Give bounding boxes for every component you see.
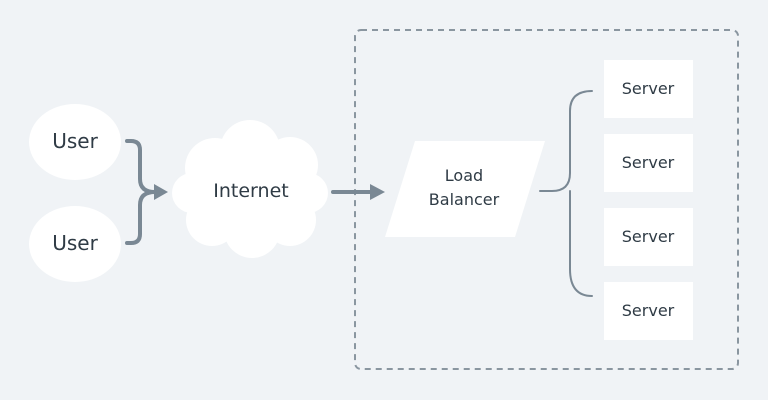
lb-fanout-connector <box>539 90 593 297</box>
load-balancer-label-line1: Load <box>444 166 484 185</box>
user-node-1[interactable] <box>29 104 121 180</box>
users-arrow-head <box>154 184 168 200</box>
server-node-1[interactable] <box>604 60 693 118</box>
internet-to-lb-arrow-head <box>370 184 385 200</box>
users-merge-connector <box>125 139 157 245</box>
load-balancer-node[interactable] <box>385 141 545 237</box>
server-node-3[interactable] <box>604 208 693 266</box>
server-node-4[interactable] <box>604 282 693 340</box>
server-label-4: Server <box>621 301 675 320</box>
server-cluster-boundary <box>354 29 739 370</box>
server-label-3: Server <box>621 227 675 246</box>
server-node-2[interactable] <box>604 134 693 192</box>
internet-cloud[interactable] <box>172 120 328 258</box>
internet-label: Internet <box>213 180 289 202</box>
server-label-2: Server <box>621 153 675 172</box>
server-label-1: Server <box>621 79 675 98</box>
user-node-2[interactable] <box>29 206 121 282</box>
user-label-1: User <box>52 129 98 153</box>
load-balancer-label-line2: Balancer <box>428 190 500 209</box>
user-label-2: User <box>52 231 98 255</box>
